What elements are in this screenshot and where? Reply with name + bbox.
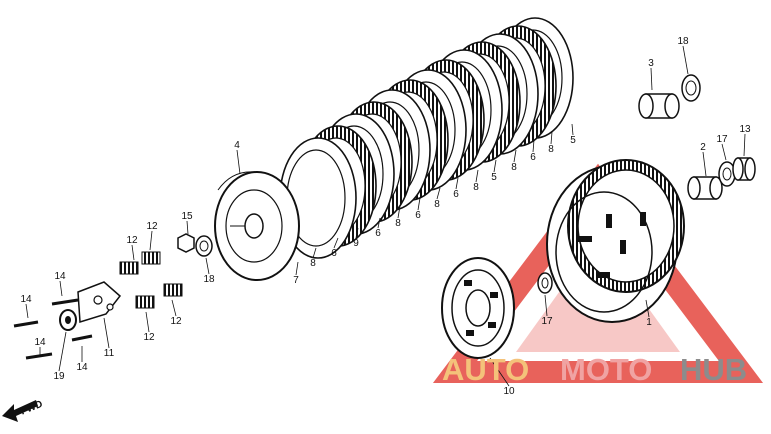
part-number-label: 8 <box>395 218 401 229</box>
part-number-label: 10 <box>503 386 515 397</box>
leader-line <box>397 205 401 219</box>
part-number-label: 6 <box>331 248 337 259</box>
washer-18-upper <box>681 74 701 102</box>
leader-line <box>550 131 553 145</box>
part-number-label: 18 <box>677 36 689 47</box>
part-number-label: 8 <box>434 199 440 210</box>
leader-line <box>475 169 479 183</box>
leader-line <box>312 247 317 259</box>
leader-line <box>205 257 210 275</box>
part-number-label: 18 <box>203 274 215 285</box>
part-number-label: 12 <box>146 221 158 232</box>
collar-3 <box>638 93 680 119</box>
part-number-label: 3 <box>648 58 654 69</box>
part-number-label: 6 <box>453 189 459 200</box>
part-number-label: 17 <box>716 134 728 145</box>
leader-line <box>455 177 459 190</box>
lifter-plate-11 <box>77 281 122 323</box>
clutch-center-10 <box>441 257 515 359</box>
part-number-label: 6 <box>415 210 421 221</box>
leader-line <box>721 143 727 161</box>
leader-line <box>682 45 689 75</box>
part-number-label: 14 <box>34 337 46 348</box>
leader-line <box>571 123 574 136</box>
clutch-plate-stack <box>279 17 574 259</box>
leader-line <box>513 149 517 163</box>
part-number-label: 2 <box>700 142 706 153</box>
part-number-label: 12 <box>126 235 138 246</box>
forward-arrow-icon: FWD <box>2 399 44 422</box>
leader-line <box>236 149 241 175</box>
leader-line <box>59 280 63 297</box>
washer-17-upper <box>718 161 736 187</box>
collar-13 <box>732 157 756 181</box>
part-number-label: 12 <box>170 316 182 327</box>
part-number-label: 5 <box>491 172 497 183</box>
part-number-label: 1 <box>646 317 652 328</box>
part-number-label: 6 <box>530 152 536 163</box>
leader-line <box>333 237 339 249</box>
watermark-moto: MOTO <box>560 352 652 387</box>
part-number-label: 5 <box>570 135 576 146</box>
leader-line <box>377 217 381 229</box>
nut-15 <box>177 233 195 253</box>
part-number-label: 12 <box>143 332 155 343</box>
leader-line <box>103 317 110 349</box>
washer-18-lower <box>195 235 213 257</box>
part-number-label: 14 <box>54 271 66 282</box>
needle-bearing-2 <box>687 176 723 200</box>
leader-line <box>186 220 189 235</box>
leader-line <box>650 67 653 91</box>
part-number-label: 6 <box>375 228 381 239</box>
clutch-springs-12 <box>119 251 183 309</box>
bearing-19 <box>59 309 77 331</box>
part-number-label: 14 <box>76 362 88 373</box>
leader-line <box>25 303 29 319</box>
part-number-labels: 3182171358685868686968741518121214141414… <box>20 36 751 397</box>
part-number-label: 13 <box>739 124 751 135</box>
clutch-outer-1 <box>546 159 685 323</box>
leader-line <box>145 311 150 333</box>
part-number-label: 15 <box>181 211 193 222</box>
part-number-label: 8 <box>310 258 316 269</box>
part-number-label: 11 <box>104 348 115 359</box>
leader-line <box>493 159 497 173</box>
watermark-hub: HUB <box>680 352 747 387</box>
direction-label: FWD <box>19 399 44 418</box>
part-number-label: 8 <box>473 182 479 193</box>
leader-line <box>532 139 535 153</box>
leader-line <box>417 197 421 211</box>
leader-line <box>702 151 707 177</box>
leader-line <box>58 331 67 372</box>
watermark-text: AUTO MOTO HUB <box>442 352 747 387</box>
leader-line <box>489 357 510 387</box>
leader-line <box>355 227 359 239</box>
leader-line <box>131 244 135 261</box>
leader-line <box>295 261 299 276</box>
part-number-label: 17 <box>541 316 553 327</box>
part-number-label: 8 <box>511 162 517 173</box>
part-number-label: 8 <box>548 144 554 155</box>
part-number-label: 7 <box>293 275 299 286</box>
leader-line <box>544 294 548 317</box>
part-number-label: 9 <box>353 238 359 249</box>
thrust-washer-17 <box>537 272 553 294</box>
leader-line <box>149 230 153 251</box>
watermark-auto: AUTO <box>442 352 529 387</box>
part-number-label: 19 <box>53 371 65 382</box>
leader-line <box>436 187 441 200</box>
leader-line <box>743 133 746 157</box>
part-number-label: 4 <box>234 140 240 151</box>
bolts-14 <box>13 298 93 360</box>
part-number-label: 14 <box>20 294 32 305</box>
pressure-plate-4 <box>214 171 300 281</box>
leader-line <box>645 299 650 318</box>
leader-line <box>171 299 177 317</box>
